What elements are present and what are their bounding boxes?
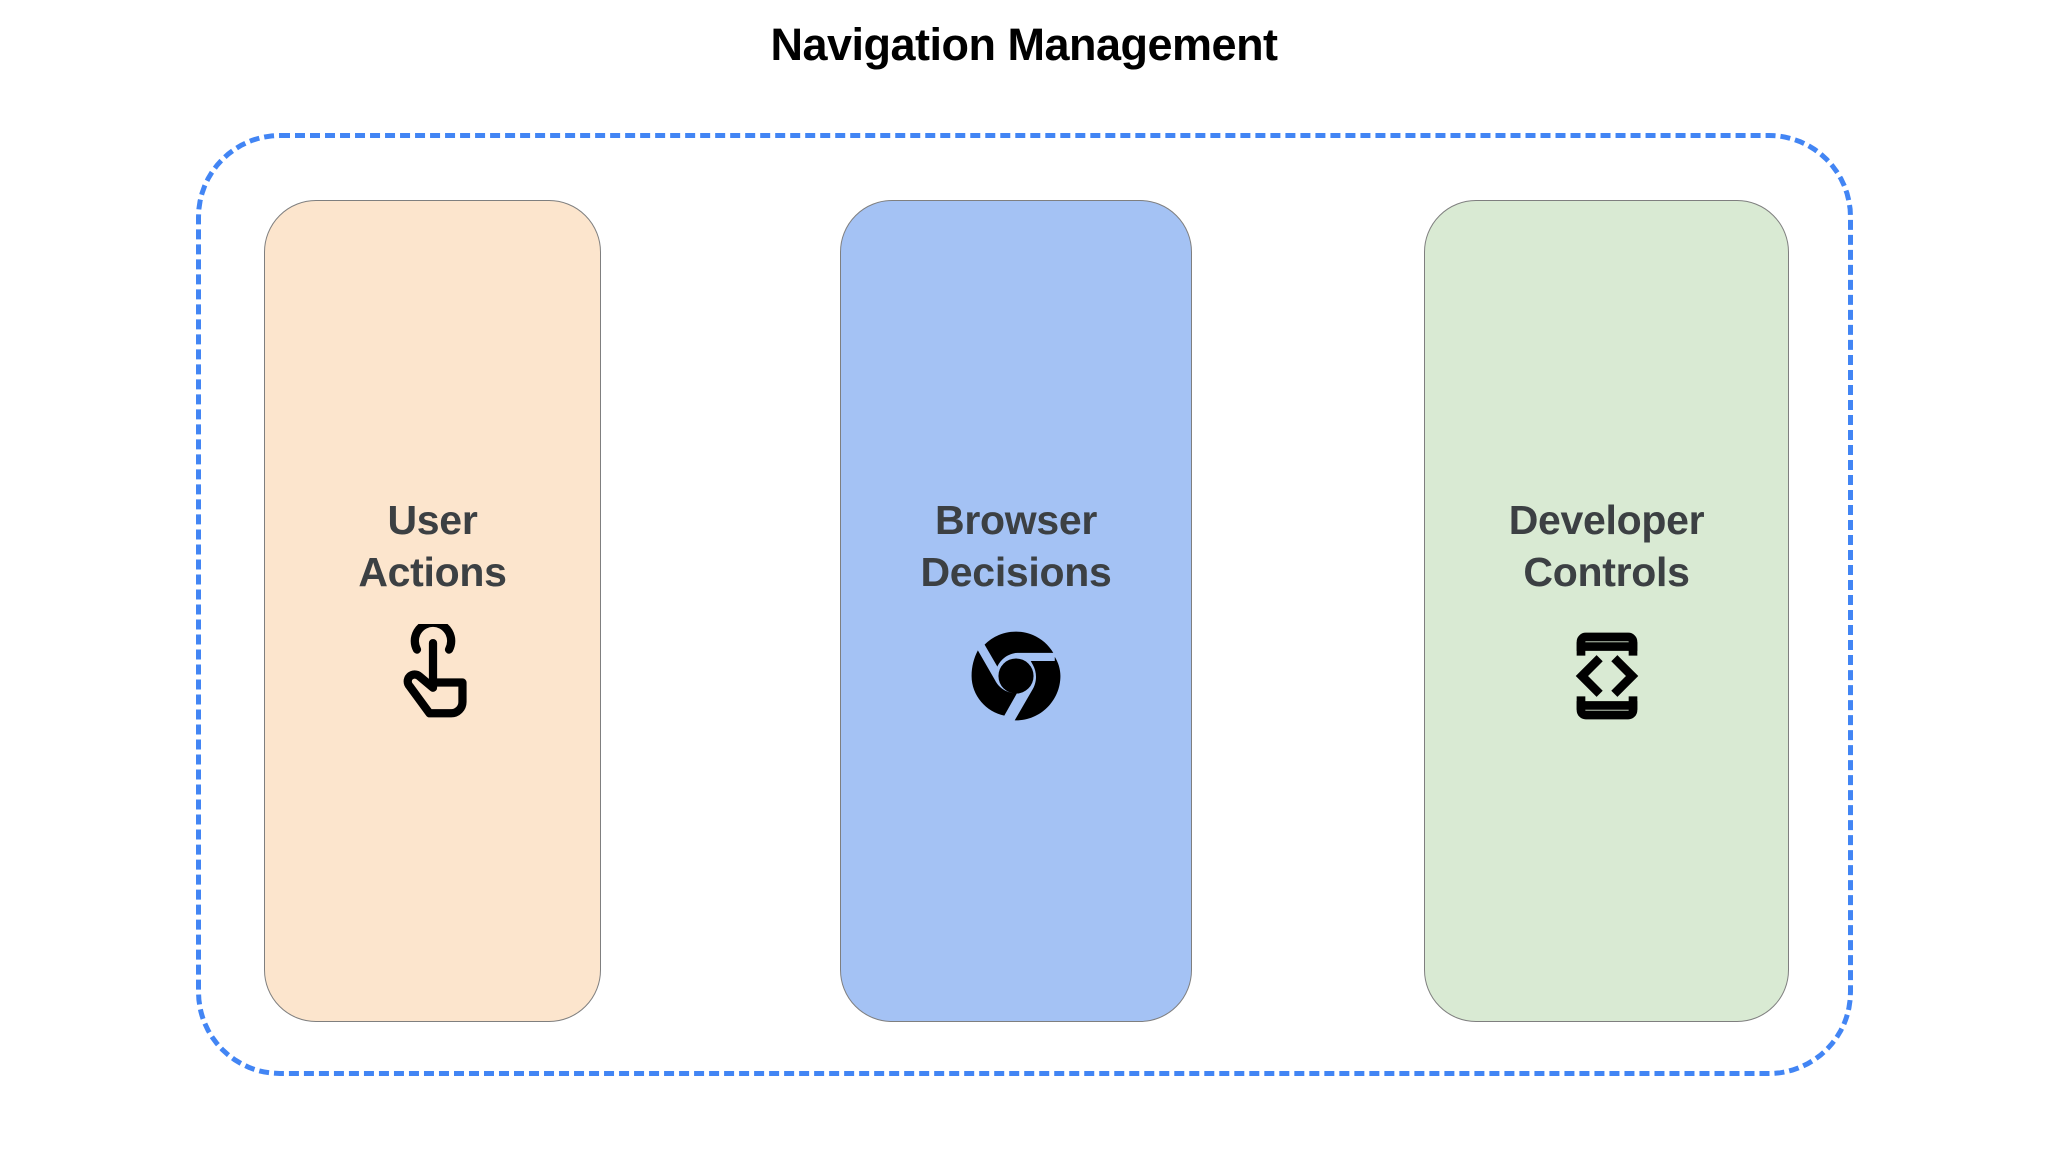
card-developer-controls[interactable]: Developer Controls (1424, 200, 1789, 1022)
card-user-actions[interactable]: User Actions (264, 200, 601, 1022)
chrome-logo-icon (964, 624, 1068, 728)
touch-app-icon (381, 624, 485, 728)
card-browser-decisions[interactable]: Browser Decisions (840, 200, 1192, 1022)
navigation-management-group-boundary (196, 133, 1853, 1076)
card-browser-decisions-label: Browser Decisions (920, 496, 1112, 595)
cards-row: User Actions Browser Decisions (196, 200, 1853, 1022)
page-title: Navigation Management (770, 19, 1278, 70)
card-user-actions-label: User Actions (358, 496, 507, 595)
developer-mode-icon (1555, 624, 1659, 728)
card-developer-controls-label: Developer Controls (1508, 496, 1705, 595)
